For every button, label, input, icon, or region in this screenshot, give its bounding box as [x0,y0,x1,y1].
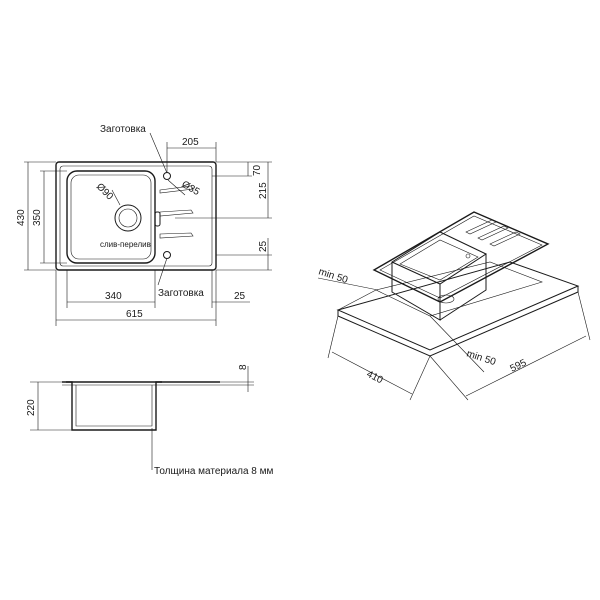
bowl-inner [70,174,152,260]
drain-outer [114,204,142,232]
blank-hole-bottom [163,251,171,259]
sink-rim [372,211,550,303]
dim-595: 595 [508,357,528,374]
section-bowl-inner [75,385,153,427]
bowl-outline [66,170,156,264]
dim-220: 220 [26,399,37,416]
top-view: Заготовка Заготовка слив-перелив 205 Ø90… [16,124,272,326]
dim-615: 615 [126,309,143,320]
dim-8: 8 [238,364,249,370]
dim-25-bottom: 25 [234,291,246,302]
dim-205: 205 [182,137,199,148]
sink-outline-outer [55,161,217,271]
sink-outline-inner [59,165,213,267]
section-view: 8 220 Толщина материала 8 мм [26,364,274,477]
iso-ribs [465,219,521,247]
overflow-slot [154,211,161,227]
iso-drain [437,294,455,304]
iso-view: min 50 min 50 410 595 [317,211,591,401]
dim-215: 215 [258,182,269,199]
drainboard-ribs [159,185,194,239]
dim-70: 70 [252,164,263,176]
label-blank-bottom: Заготовка [158,288,204,299]
label-blank-top: Заготовка [100,124,146,135]
dim-min50-right: min 50 [465,348,497,368]
dia-35: Ø35 [180,179,202,198]
dim-410: 410 [365,369,385,387]
blank-hole-top [163,172,171,180]
dim-min50-left: min 50 [317,266,349,286]
drain-inner [118,208,138,228]
countertop [336,261,580,351]
label-material-thickness: Толщина материала 8 мм [154,466,274,477]
dim-430: 430 [16,209,27,226]
countertop-cutout [375,261,543,317]
section-bowl-outer [66,381,162,431]
dim-25-right: 25 [258,240,269,252]
dim-340: 340 [105,291,122,302]
iso-bowl [390,231,488,285]
label-drain: слив-перелив [100,240,151,249]
dim-350: 350 [32,209,43,226]
dia-90: Ø90 [94,181,115,202]
